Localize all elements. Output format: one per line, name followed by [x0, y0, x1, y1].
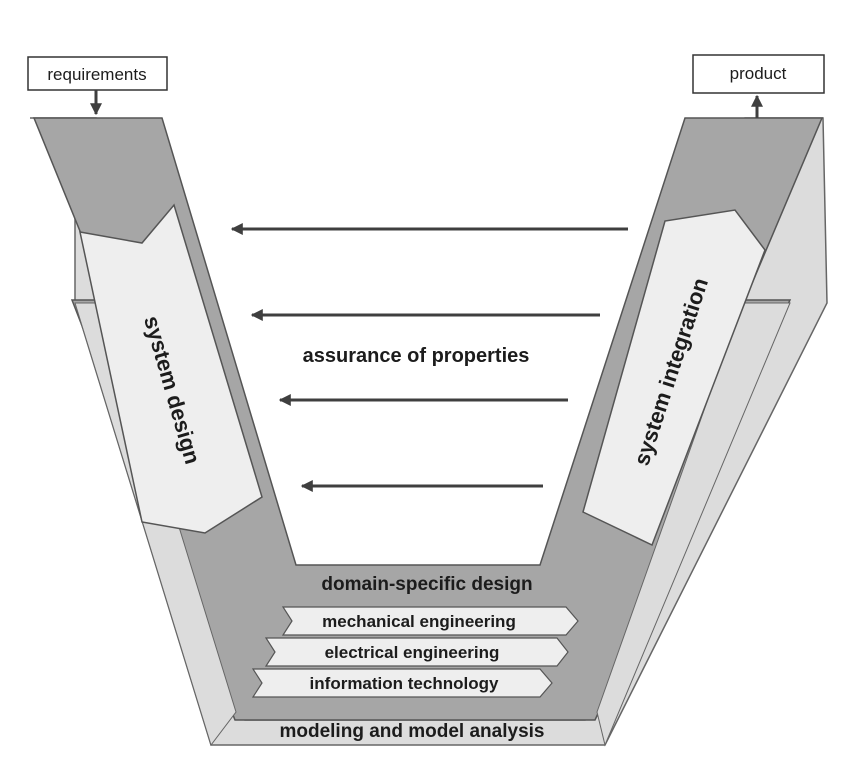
assurance-label: assurance of properties: [303, 345, 530, 367]
modeling-label: modeling and model analysis: [279, 721, 544, 742]
product-label: product: [730, 64, 787, 83]
domain-specific-label: domain-specific design: [321, 574, 532, 595]
electrical-label: electrical engineering: [325, 643, 500, 662]
requirements-box: [27, 56, 168, 91]
system-integration-panel: [582, 209, 766, 547]
mechanical-label: mechanical engineering: [322, 612, 516, 631]
right-light-strip: [596, 302, 791, 747]
system-design-panel: [79, 203, 263, 534]
product-box: [692, 54, 825, 94]
information-label: information technology: [310, 674, 499, 693]
requirements-label: requirements: [47, 65, 146, 84]
information-bar: [251, 668, 553, 698]
electrical-bar: [264, 637, 569, 667]
mechanical-bar: [281, 606, 579, 636]
